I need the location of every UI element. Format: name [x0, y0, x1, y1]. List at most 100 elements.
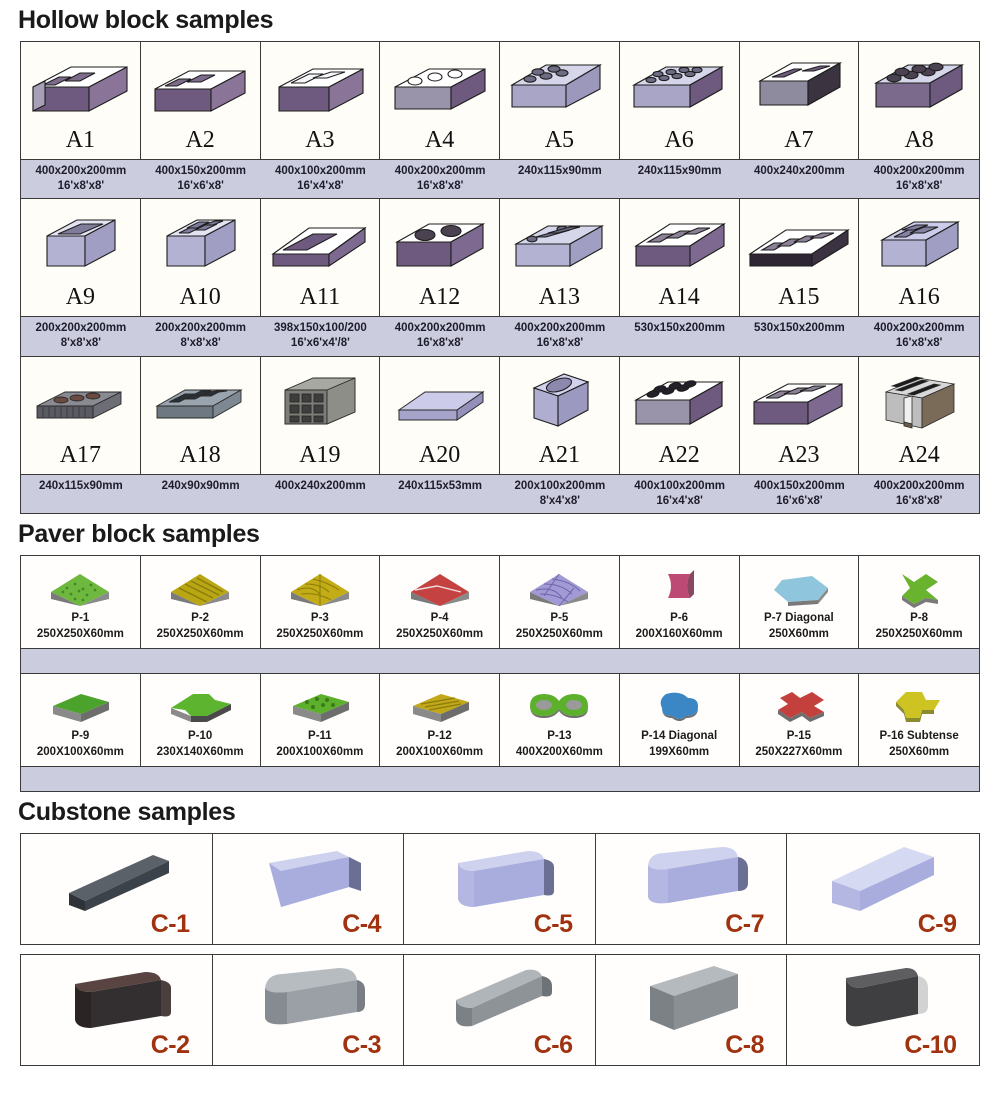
hollow-block-cell[interactable]: A7: [739, 42, 860, 159]
hollow-block-cell[interactable]: A21: [500, 356, 620, 474]
hollow-block-cell[interactable]: A12: [380, 199, 500, 317]
paver-block-cell[interactable]: P-8 250X250X60mm: [859, 556, 979, 649]
paver-block-size: 250X250X60mm: [36, 627, 124, 640]
hollow-block-code: A12: [418, 284, 461, 311]
hollow-block-cell[interactable]: A9: [21, 199, 141, 317]
kerb-grey-block-icon: [596, 961, 787, 1039]
paver-block-cell[interactable]: P-7 Diagonal 250X60mm: [739, 556, 860, 649]
cubstone-cell[interactable]: C-6: [404, 955, 596, 1066]
paver-block-cell[interactable]: P-2 250X250X60mm: [140, 556, 261, 649]
hollow-block-cell[interactable]: A4: [380, 42, 500, 159]
cubstone-cell[interactable]: C-9: [787, 834, 979, 945]
paver-block-cell[interactable]: P-13 400X200X60mm: [500, 674, 620, 767]
hollow-block-spec: 240x115x90mm: [620, 160, 740, 198]
cubstone-cell[interactable]: C-7: [595, 834, 787, 945]
paver-block-size: 250X227X60mm: [755, 745, 843, 758]
hollow-block-image-row: A17 A18: [21, 356, 979, 474]
paver-block-cell[interactable]: P-10 230X140X60mm: [140, 674, 261, 767]
paver-block-cell[interactable]: P-5 250X250X60mm: [500, 556, 620, 649]
cubstone-code: C-2: [150, 1031, 190, 1060]
hollow-4cell-icon: [141, 199, 260, 285]
paver-block-cell[interactable]: P-9 200X100X60mm: [21, 674, 141, 767]
paver-interlock-icon: [740, 674, 859, 729]
hollow-block-cell[interactable]: A13: [500, 199, 620, 317]
hollow-block-cell[interactable]: A3: [260, 42, 381, 159]
spec-size: 240x115x90mm: [38, 479, 123, 492]
hollow-single-cell-icon: [21, 199, 140, 285]
cubstone-code: C-8: [725, 1031, 764, 1060]
cubstone-cell[interactable]: C-4: [212, 834, 404, 945]
cubstone-cell[interactable]: C-5: [404, 834, 596, 945]
paver-block-cell[interactable]: P-6 200X160X60mm: [619, 556, 740, 649]
hollow-block-spec-row: 240x115x90mm 240x90x90mm 400x240x200mm 2…: [21, 473, 979, 514]
cubstone-cell[interactable]: C-8: [595, 955, 787, 1066]
hollow-multi-round-icon: [500, 42, 619, 128]
paver-block-size: 250X250X60mm: [276, 627, 364, 640]
paver-block-cell[interactable]: P-11 200X100X60mm: [260, 674, 381, 767]
hollow-slot-icon: [261, 42, 380, 128]
cubstone-cell[interactable]: C-3: [212, 955, 404, 1066]
paver-square-diag-icon: [380, 556, 499, 611]
block-9cell-icon: [261, 357, 380, 443]
hollow-block-cell[interactable]: A18: [140, 356, 261, 474]
paver-block-cell[interactable]: P-1 250X250X60mm: [21, 556, 141, 649]
paver-block-cell[interactable]: P-4 250X250X60mm: [380, 556, 500, 649]
kerb-flat-round-icon: [404, 840, 595, 918]
spec-imperial: 16'x6'x8': [177, 179, 224, 192]
hollow-block-cell[interactable]: A17: [21, 356, 141, 474]
paver-block-code: P-15: [786, 730, 812, 743]
cubstone-cell[interactable]: C-2: [21, 955, 213, 1066]
hollow-block-code: A23: [778, 441, 820, 468]
hollow-block-cell[interactable]: A8: [859, 42, 979, 159]
paver-block-code: P-14 Diagonal: [641, 730, 718, 743]
hollow-block-cell[interactable]: A24: [859, 356, 979, 474]
paver-block-cell[interactable]: P-12 200X100X60mm: [380, 674, 500, 767]
hollow-block-cell[interactable]: A10: [140, 199, 261, 317]
hollow-block-cell[interactable]: A1: [21, 42, 141, 159]
hollow-grid-top-icon: [620, 42, 739, 128]
cubstone-code: C-3: [342, 1031, 381, 1060]
hollow-block-code: A10: [179, 284, 221, 311]
cubstone-cell[interactable]: C-1: [21, 834, 213, 945]
hollow-block-cell[interactable]: A14: [619, 199, 740, 317]
hollow-block-code: A16: [898, 284, 940, 311]
hollow-block-code: A9: [65, 284, 96, 311]
hollow-block-cell[interactable]: A15: [739, 199, 860, 317]
hollow-block-cell[interactable]: A19: [260, 356, 381, 474]
corner-block-icon: [500, 357, 619, 443]
paver-block-cell[interactable]: P-16 Subtense 250X60mm: [859, 674, 979, 767]
spec-size: 200x200x200mm: [35, 322, 127, 335]
paver-block-size: 230X140X60mm: [156, 745, 244, 758]
hollow-block-cell[interactable]: A11: [260, 199, 381, 317]
spec-imperial: 16'x8'x8': [416, 337, 464, 350]
hollow-block-cell[interactable]: A5: [500, 42, 620, 159]
hollow-block-cell[interactable]: A23: [739, 356, 860, 474]
paver-rect-dots-icon: [261, 674, 380, 729]
hollow-block-cell[interactable]: A22: [619, 356, 740, 474]
paver-block-code: P-6: [670, 612, 689, 625]
spec-size: 530x150x200mm: [634, 322, 726, 335]
cubstone-code: C-10: [904, 1031, 957, 1060]
paver-block-section-title: Paver block samples: [18, 520, 260, 549]
paver-block-cell[interactable]: P-15 250X227X60mm: [739, 674, 860, 767]
hollow-block-cell[interactable]: A2: [140, 42, 261, 159]
paver-block-size: 250X250X60mm: [156, 627, 244, 640]
paver-block-cell[interactable]: P-14 Diagonal 199X60mm: [619, 674, 740, 767]
cubstone-code: C-5: [533, 910, 573, 939]
spec-size: 400x100x200mm: [274, 165, 366, 177]
cubstone-cell[interactable]: C-10: [787, 955, 979, 1066]
paver-block-cell[interactable]: P-3 250X250X60mm: [260, 556, 381, 649]
spec-size: 400x200x200mm: [394, 165, 486, 177]
hollow-block-cell[interactable]: A16: [859, 199, 979, 317]
hollow-block-cell[interactable]: A6: [619, 42, 740, 159]
hollow-block-cell[interactable]: A20: [380, 356, 500, 474]
hollow-block-code: A5: [544, 127, 575, 153]
paver-block-size: 250X250X60mm: [396, 627, 484, 640]
cubstone-code: C-6: [533, 1031, 573, 1060]
